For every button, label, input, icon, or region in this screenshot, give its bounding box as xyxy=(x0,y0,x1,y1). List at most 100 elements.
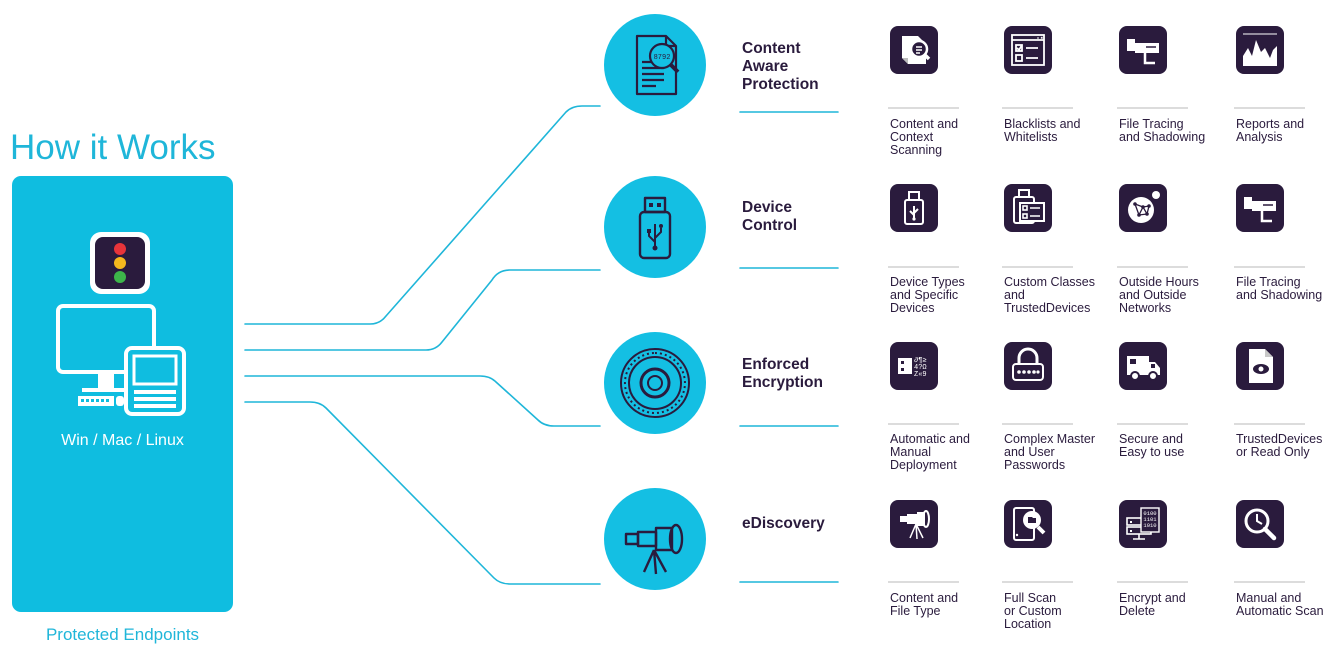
svg-text:0100: 0100 xyxy=(1143,510,1156,517)
feature-label-line: or Custom xyxy=(1004,604,1062,618)
feature-label-line: Encrypt and xyxy=(1119,591,1186,605)
feature-label-line: Outside Hours xyxy=(1119,275,1199,289)
clock-search-icon xyxy=(1244,508,1277,541)
feature-label-line: Location xyxy=(1004,617,1052,631)
feature-tile xyxy=(890,184,938,232)
feature-tile xyxy=(1236,26,1284,74)
feature-label-line: Content and xyxy=(890,591,959,605)
feature-tile xyxy=(1119,184,1167,232)
feature-label-line: and Specific xyxy=(890,288,959,302)
feature-tile xyxy=(890,500,938,548)
feature-label-line: Complex Master xyxy=(1004,432,1095,446)
module-title-line: Encryption xyxy=(742,374,823,391)
connector-line xyxy=(244,269,601,351)
connector-line xyxy=(244,401,601,585)
feature-label-line: File Tracing xyxy=(1236,275,1301,289)
feature-label-line: Scanning xyxy=(890,143,943,157)
endpoints-panel: Win / Mac / Linux xyxy=(12,176,233,612)
feature-tile xyxy=(1119,26,1167,74)
feature-divider xyxy=(1117,266,1188,268)
feature-label-line: Secure and xyxy=(1119,432,1183,446)
svg-text:1010: 1010 xyxy=(1143,522,1156,529)
svg-text:Z«9: Z«9 xyxy=(914,371,927,379)
feature-label-line: and Shadowing xyxy=(1236,288,1323,302)
computer-devices-icon xyxy=(56,304,186,416)
feature-label-line: Manual and xyxy=(1236,591,1302,605)
feature-label-line: Reports and xyxy=(1236,117,1305,131)
telescope-icon xyxy=(624,523,684,575)
feature-tile xyxy=(1236,342,1284,390)
feature-divider xyxy=(1002,581,1073,583)
feature-label-line: Whitelists xyxy=(1004,130,1058,144)
feature-divider xyxy=(888,266,959,268)
telescope-icon xyxy=(900,510,930,540)
feature-label-line: TrustedDevices xyxy=(1004,301,1091,315)
module-title-line: Content xyxy=(742,40,801,57)
feature-label-line: Devices xyxy=(890,301,935,315)
padlock-icon xyxy=(1012,347,1044,381)
feature-label-line: Blacklists and xyxy=(1004,117,1081,131)
traffic-light-icon xyxy=(90,232,150,294)
feature-tile xyxy=(1004,184,1052,232)
feature-label-line: Networks xyxy=(1119,301,1172,315)
feature-tile xyxy=(1004,342,1052,390)
feature-divider xyxy=(1002,423,1073,425)
feature-tile xyxy=(1236,500,1284,548)
feature-label-line: Manual xyxy=(890,445,931,459)
feature-label-line: Custom Classes xyxy=(1004,275,1095,289)
network-globe-icon xyxy=(1128,191,1160,223)
feature-tile: ∂¶≥ 4?Ω Z«9 xyxy=(890,342,938,390)
module-title-line: Protection xyxy=(742,76,819,93)
feature-divider xyxy=(1002,266,1073,268)
svg-text:∂¶≥: ∂¶≥ xyxy=(914,357,927,365)
feature-label-line: Content and xyxy=(890,117,959,131)
drive-search-icon xyxy=(1013,507,1046,541)
feature-label-line: TrustedDevices xyxy=(1236,432,1323,446)
module-circle xyxy=(604,176,706,278)
vault-dial-icon xyxy=(620,348,690,418)
page-title: How it Works xyxy=(10,128,216,167)
content-scan-icon xyxy=(902,36,931,64)
feature-label-line: Delete xyxy=(1119,604,1156,618)
area-chart-icon xyxy=(1243,33,1277,66)
svg-text:8792: 8792 xyxy=(654,54,671,62)
feature-divider xyxy=(1234,581,1305,583)
feature-tile xyxy=(890,26,938,74)
svg-text:1101: 1101 xyxy=(1143,516,1157,523)
feature-divider xyxy=(1117,581,1188,583)
usb-drive-icon xyxy=(638,196,672,260)
module-title-line: Enforced xyxy=(742,356,810,373)
feature-label-line: and Shadowing xyxy=(1119,130,1206,144)
checklist-window-icon xyxy=(1011,34,1045,66)
feature-tile xyxy=(1004,26,1052,74)
module-circle xyxy=(604,332,706,434)
feature-label-line: Analysis xyxy=(1236,130,1283,144)
eye-document-icon xyxy=(1249,349,1273,383)
usb-icon xyxy=(904,191,924,225)
feature-label-line: and xyxy=(1004,288,1025,302)
feature-label-line: Context xyxy=(890,130,934,144)
feature-divider xyxy=(1117,107,1188,109)
armored-truck-icon xyxy=(1127,356,1160,381)
feature-divider xyxy=(1002,107,1073,109)
feature-divider xyxy=(888,107,959,109)
feature-tile xyxy=(1119,342,1167,390)
feature-label-line: Deployment xyxy=(890,458,957,472)
module-title: eDiscovery xyxy=(742,515,825,533)
feature-divider xyxy=(1234,107,1305,109)
feature-divider xyxy=(1234,423,1305,425)
